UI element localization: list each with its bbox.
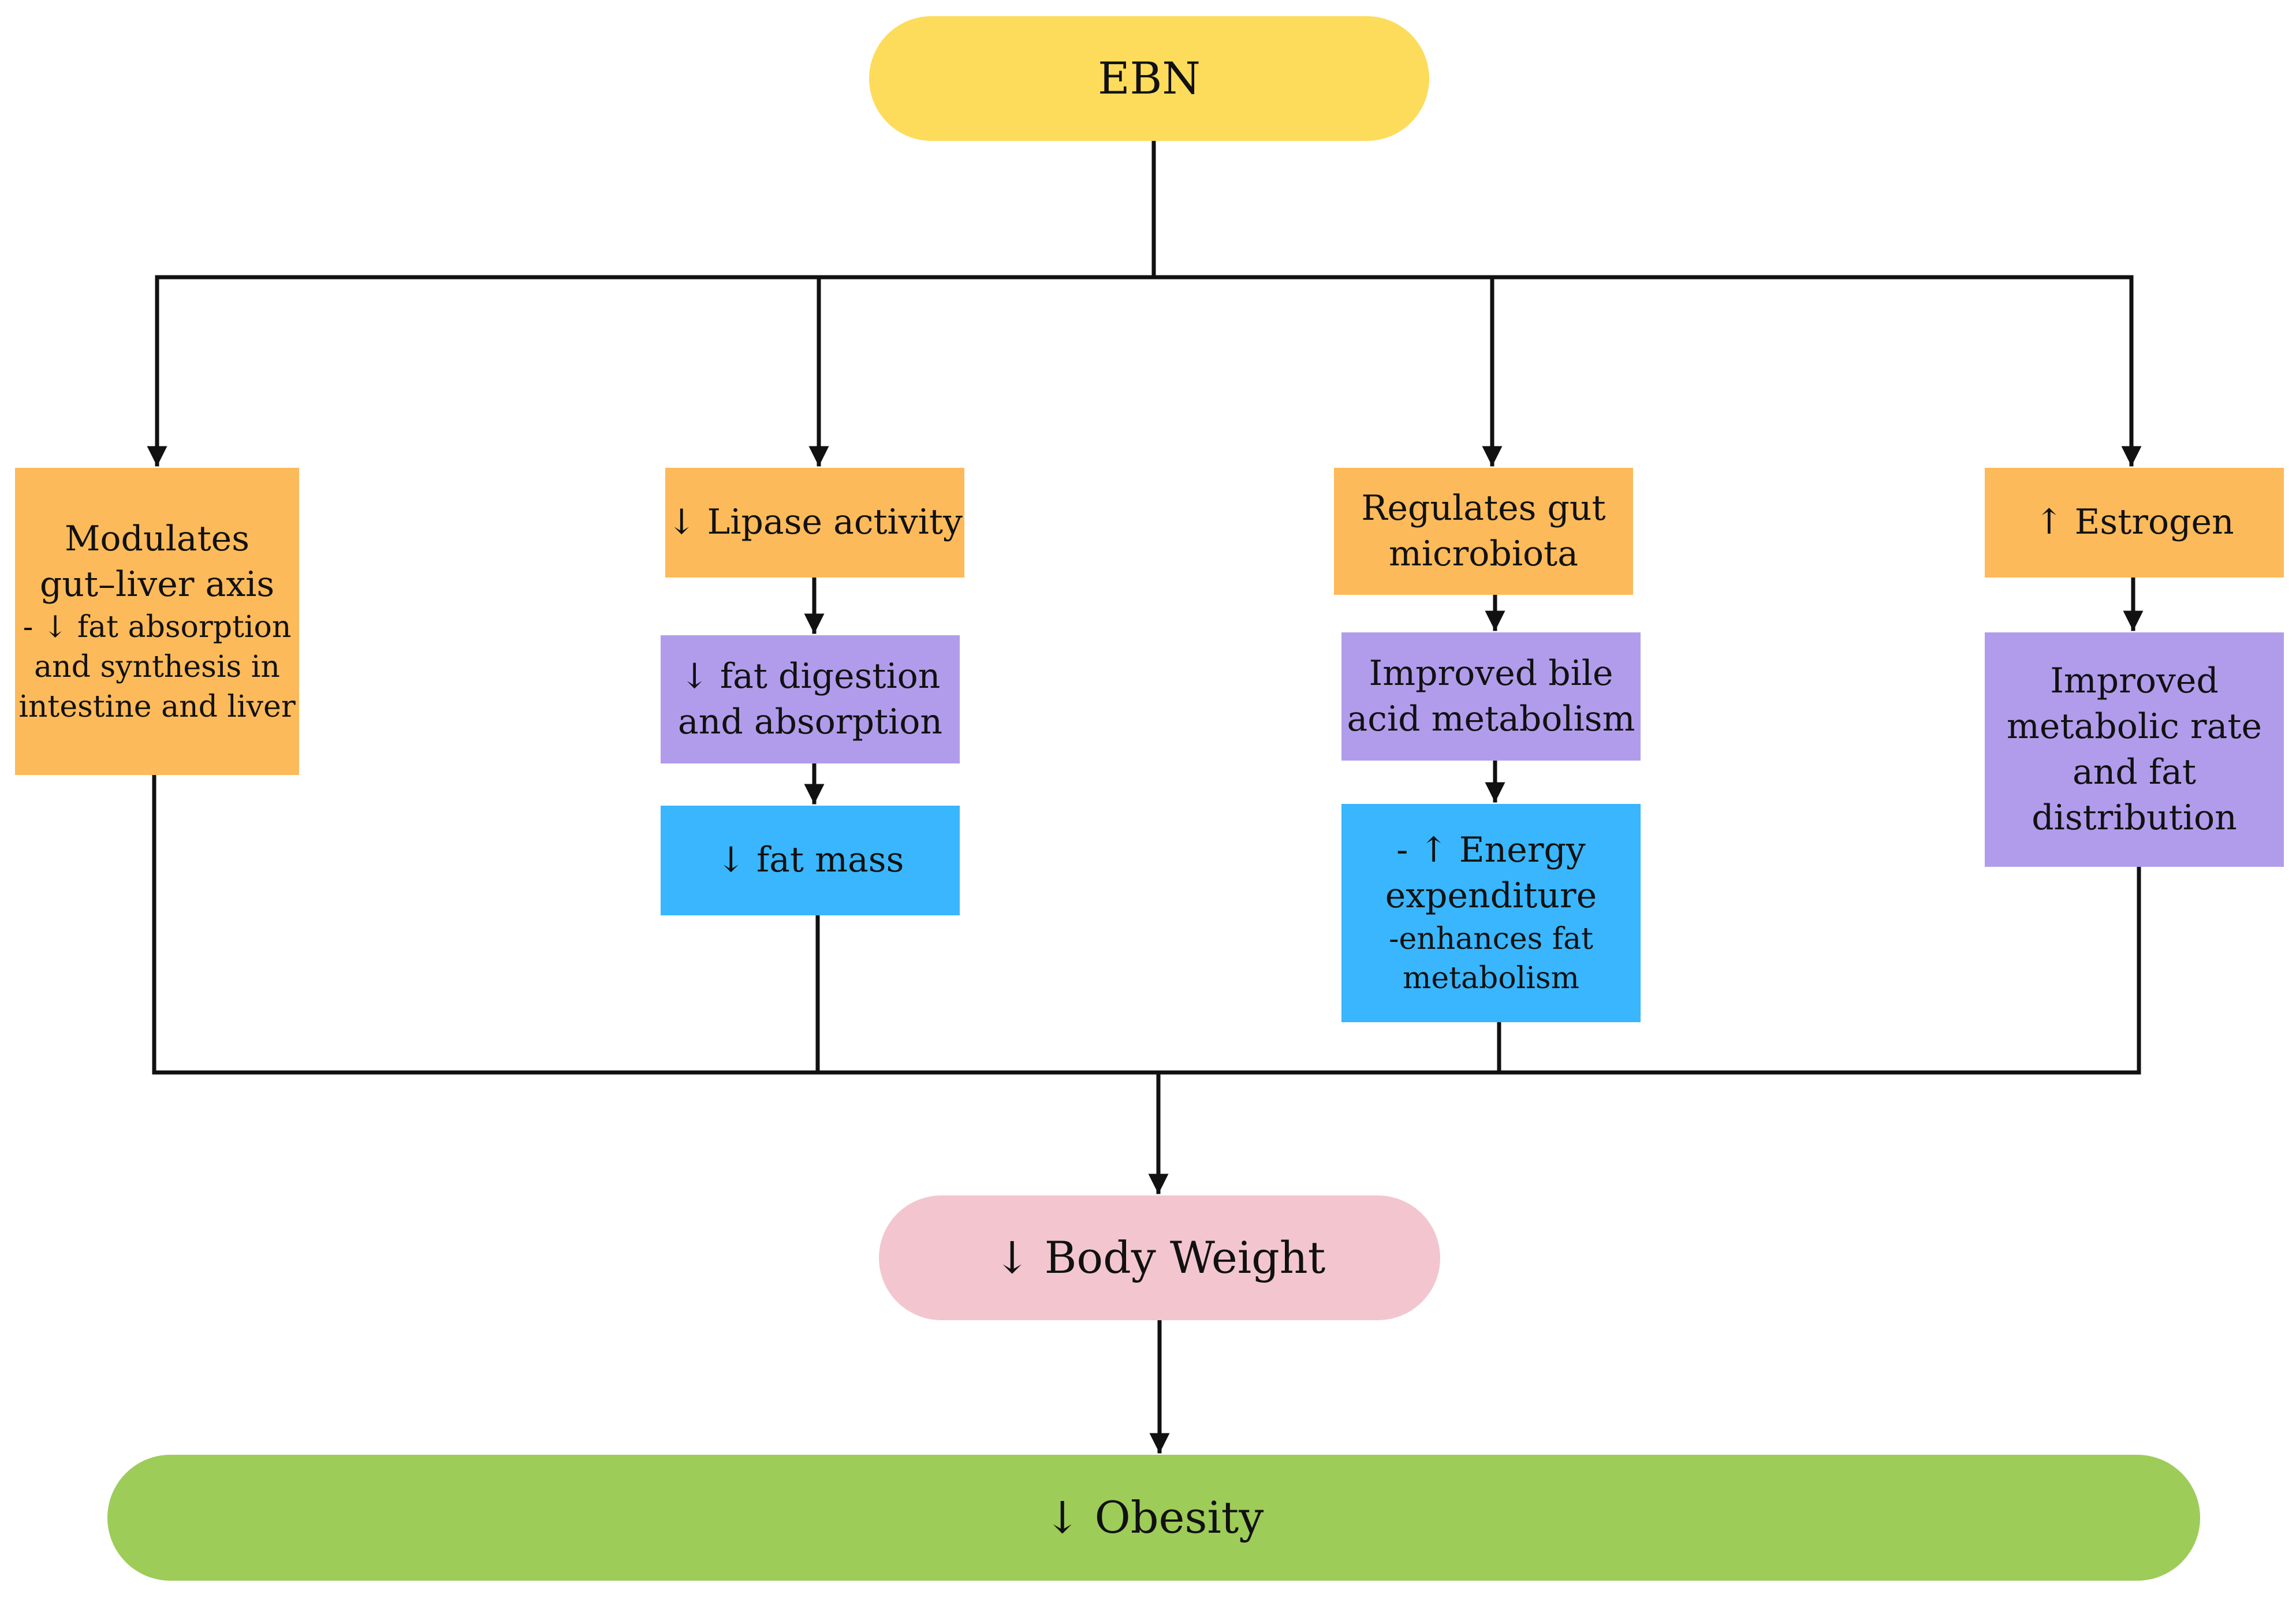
energy-expenditure-node: - ↑ Energy expenditure -enhances fat met…	[1341, 804, 1641, 1022]
metabolic-rate-node: Improved metabolic rate and fat distribu…	[1985, 632, 2284, 867]
bile-acid-line-2: acid metabolism	[1347, 699, 1635, 739]
gut-liver-detail-line-2: and synthesis in	[34, 649, 280, 684]
gut-liver-title-line-1: Modulates	[65, 518, 249, 559]
gut-liver-detail-line-1: - ↓ fat absorption	[23, 610, 292, 645]
gut-microbiota-node: Regulates gut microbiota	[1334, 468, 1633, 595]
energy-title-line-2: expenditure	[1385, 876, 1597, 917]
gut-liver-axis-node: Modulates gut–liver axis - ↓ fat absorpt…	[15, 468, 299, 775]
body-weight-node: ↓ Body Weight	[879, 1195, 1440, 1320]
microbiota-line-2: microbiota	[1388, 534, 1579, 574]
gut-liver-title-line-2: gut–liver axis	[39, 564, 275, 605]
estrogen-node: ↑ Estrogen	[1985, 468, 2284, 578]
body-weight-label: ↓ Body Weight	[993, 1231, 1326, 1283]
obesity-node: ↓ Obesity	[107, 1455, 2200, 1581]
metabolic-rate-line-3: and fat	[2073, 752, 2196, 792]
fat-digestion-line-1: ↓ fat digestion	[680, 655, 941, 696]
bile-acid-node: Improved bile acid metabolism	[1341, 632, 1641, 761]
metabolic-rate-line-2: metabolic rate	[2007, 706, 2262, 747]
metabolic-rate-line-1: Improved	[2050, 660, 2219, 701]
lipase-activity-node: ↓ Lipase activity	[665, 468, 964, 578]
energy-detail-line-1: -enhances fat	[1388, 921, 1594, 956]
estrogen-label: ↑ Estrogen	[2034, 502, 2234, 543]
ebn-node: EBN	[869, 16, 1429, 141]
energy-title-line-1: - ↑ Energy	[1396, 830, 1586, 871]
fat-digestion-line-2: and absorption	[677, 702, 943, 742]
metabolic-rate-line-4: distribution	[2032, 798, 2237, 839]
ebn-label: EBN	[1098, 52, 1201, 104]
microbiota-line-1: Regulates gut	[1361, 487, 1606, 528]
fat-digestion-node: ↓ fat digestion and absorption	[661, 635, 960, 763]
fat-mass-label: ↓ fat mass	[716, 840, 904, 881]
obesity-label: ↓ Obesity	[1043, 1491, 1264, 1543]
energy-detail-line-2: metabolism	[1403, 961, 1579, 996]
gut-liver-detail-line-3: intestine and liver	[18, 689, 296, 724]
bile-acid-line-1: Improved bile	[1369, 653, 1613, 694]
lipase-activity-label: ↓ Lipase activity	[667, 502, 963, 543]
fat-mass-node: ↓ fat mass	[661, 806, 960, 915]
